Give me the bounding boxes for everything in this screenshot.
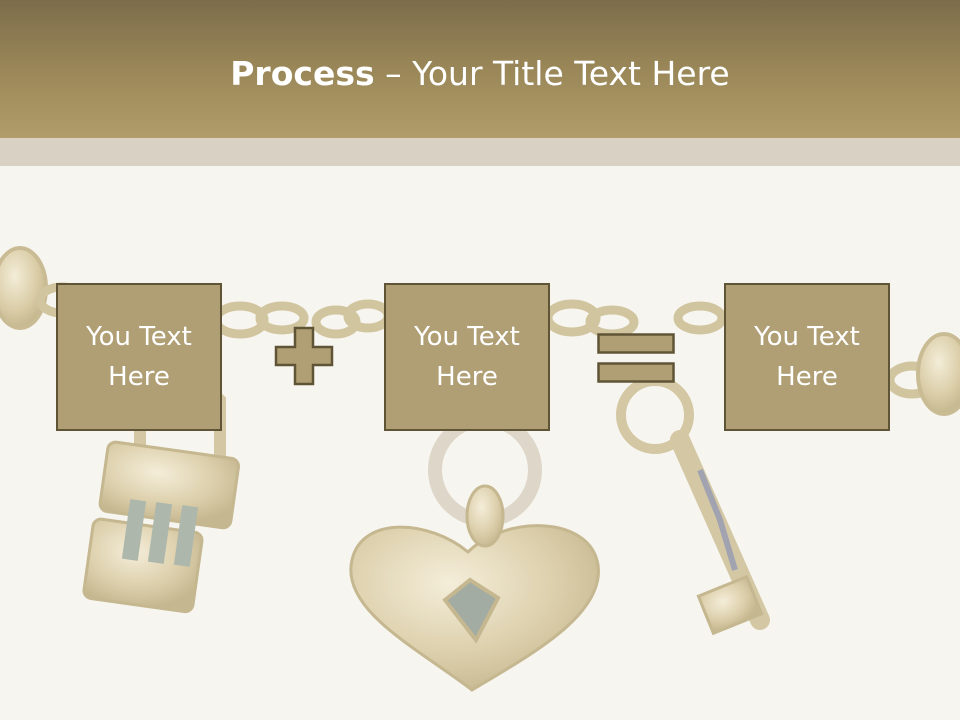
- process-box-3-text: You Text Here: [754, 322, 860, 392]
- title-rest: – Your Title Text Here: [374, 54, 730, 93]
- process-box-2-text: You Text Here: [414, 322, 520, 392]
- divider-band: [0, 138, 960, 166]
- charm-bracelet-image: [0, 246, 960, 692]
- process-box-1: You Text Here: [56, 283, 222, 431]
- process-box-3: You Text Here: [724, 283, 890, 431]
- title-bar: [0, 0, 960, 138]
- equals-icon: [597, 333, 675, 383]
- process-box-1-text: You Text Here: [86, 322, 192, 392]
- slide-title: Process – Your Title Text Here: [0, 52, 960, 96]
- process-box-2: You Text Here: [384, 283, 550, 431]
- title-bold: Process: [230, 54, 375, 93]
- plus-icon: [274, 326, 334, 386]
